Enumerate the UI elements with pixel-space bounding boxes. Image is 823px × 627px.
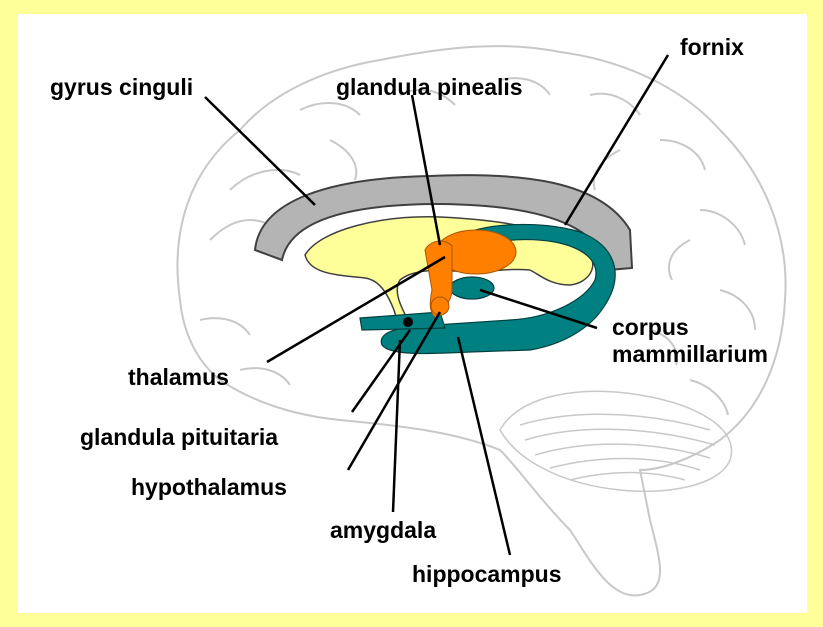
brain-outline [178, 46, 786, 595]
label-hippocampus: hippocampus [412, 561, 562, 587]
label-glandula-pinealis: glandula pinealis [336, 74, 523, 100]
amygdala-shape [403, 317, 413, 327]
label-amygdala: amygdala [330, 517, 436, 543]
label-fornix: fornix [680, 34, 744, 60]
label-mammillarium: mammillarium [612, 341, 768, 367]
label-hypothalamus: hypothalamus [131, 474, 287, 500]
label-corpus: corpus [612, 314, 689, 340]
label-glandula-pituitaria: glandula pituitaria [80, 424, 278, 450]
cerebellum [500, 391, 732, 491]
label-gyrus-cinguli: gyrus cinguli [50, 74, 193, 100]
label-thalamus: thalamus [128, 364, 229, 390]
